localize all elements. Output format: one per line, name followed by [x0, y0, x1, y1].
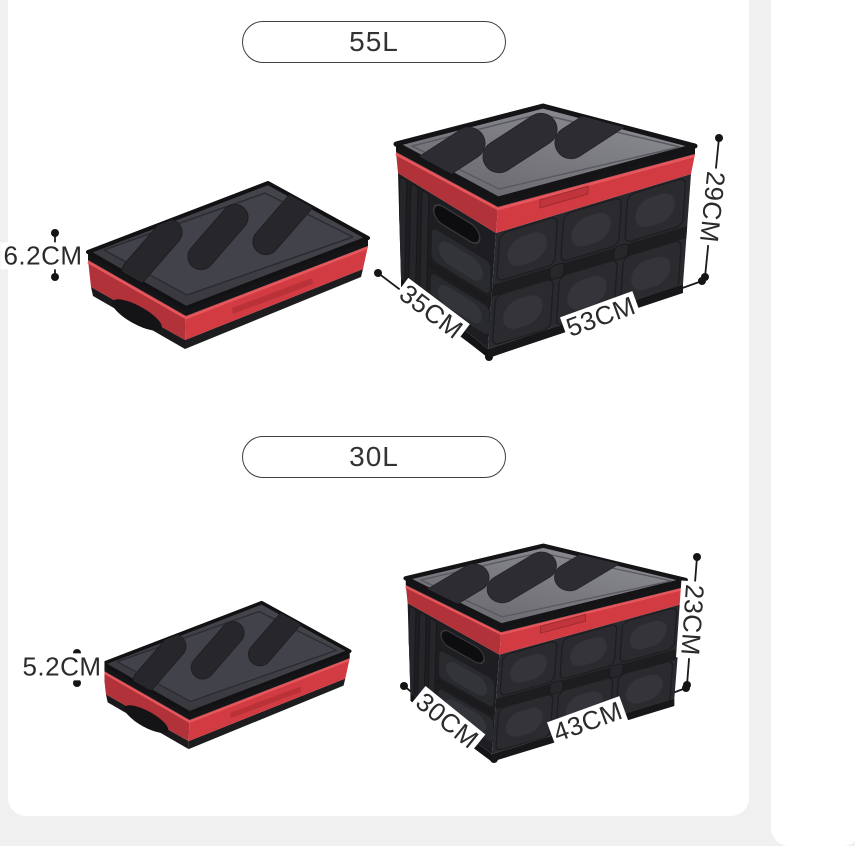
folded-box-30l-illustration: [98, 600, 355, 750]
adjacent-card: [771, 0, 855, 846]
dimension-label-height-55l: 29CM: [694, 167, 731, 247]
folded-box-55l-illustration: [82, 180, 374, 350]
dimension-label-height-30l: 23CM: [675, 580, 710, 660]
capacity-pill-30l: 30L: [242, 436, 506, 478]
dimension-label-folded-height-55l: 6.2CM: [0, 242, 86, 270]
capacity-label-55l: 55L: [349, 26, 399, 57]
dimension-label-folded-height-30l: 5.2CM: [19, 653, 105, 681]
capacity-label-30l: 30L: [349, 441, 399, 472]
capacity-pill-55l: 55L: [242, 21, 506, 63]
